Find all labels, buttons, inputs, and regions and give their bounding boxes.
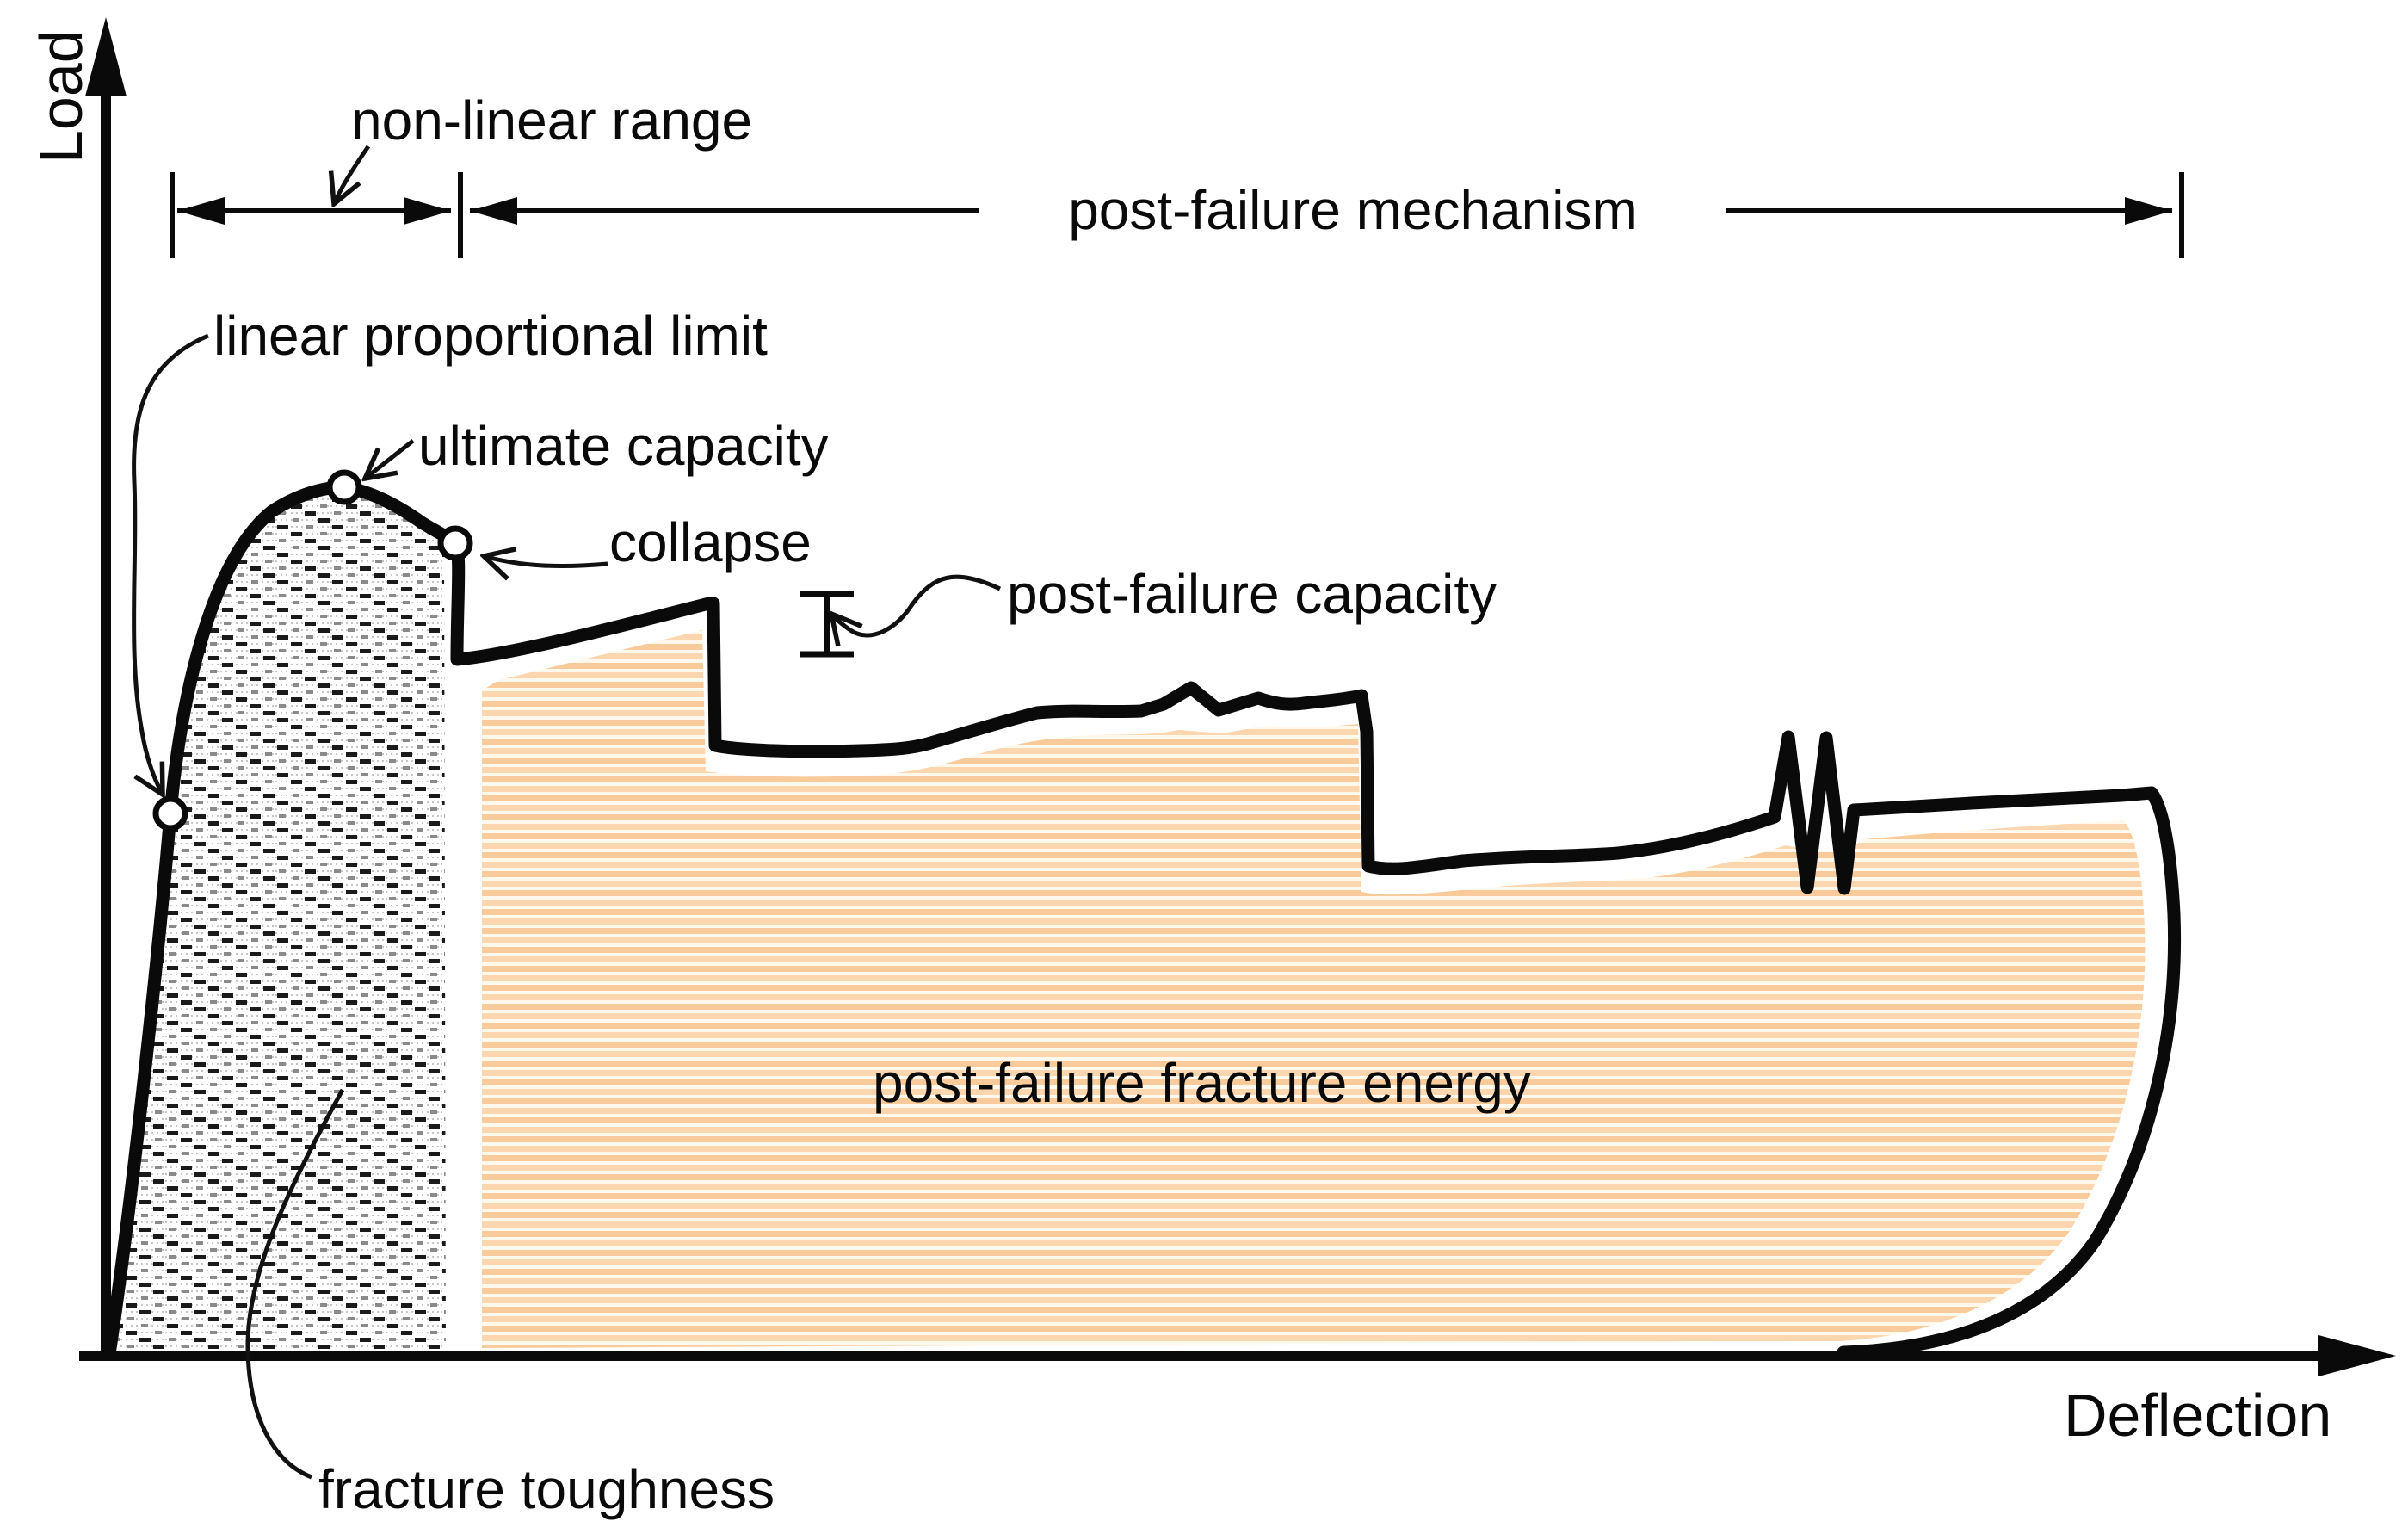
- fracture-toughness-label: fracture toughness: [318, 1458, 775, 1520]
- post-failure-mechanism-label: post-failure mechanism: [1068, 179, 1638, 241]
- range-dimension: [170, 172, 2184, 258]
- post-failure-capacity-marker-icon: [800, 591, 854, 658]
- arrow-right-icon: [2125, 197, 2172, 225]
- ultimate-capacity-label: ultimate capacity: [418, 415, 829, 477]
- post-failure-energy-region: [482, 630, 2146, 1348]
- ultimate-capacity-leader: [365, 439, 415, 479]
- post-failure-fracture-energy-label: post-failure fracture energy: [873, 1052, 1531, 1114]
- arrow-left-icon: [470, 197, 517, 225]
- collapse-point: [437, 525, 473, 561]
- linear-proportional-limit-label: linear proportional limit: [213, 305, 768, 367]
- y-axis-label: Load: [28, 29, 95, 164]
- non-linear-range-leader: [334, 145, 371, 204]
- x-axis-label: Deflection: [2064, 1382, 2331, 1449]
- load-deflection-curve: [102, 480, 2181, 1361]
- arrow-right-icon: [404, 197, 451, 225]
- post-failure-capacity-leader: [831, 574, 1002, 635]
- collapse-leader: [484, 556, 608, 566]
- x-axis-arrow-icon: [2318, 1335, 2396, 1376]
- non-linear-range-label: non-linear range: [351, 90, 752, 152]
- fracture-toughness-region: [114, 493, 446, 1351]
- fracture-toughness-leader: [245, 1088, 345, 1480]
- y-axis-arrow-icon: [85, 17, 127, 96]
- post-failure-capacity-label: post-failure capacity: [1007, 563, 1497, 625]
- linear-proportional-limit-leader: [132, 333, 209, 795]
- arrow-left-icon: [177, 197, 225, 225]
- linear-proportional-limit-point: [152, 795, 188, 832]
- ultimate-capacity-point: [326, 469, 362, 505]
- collapse-label: collapse: [609, 511, 812, 573]
